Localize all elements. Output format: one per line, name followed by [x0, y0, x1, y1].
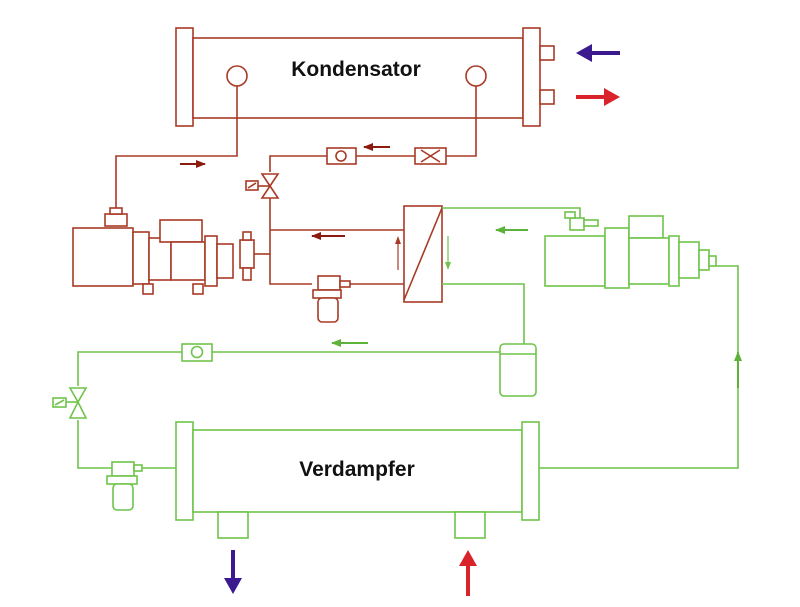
evaporator-label: Verdampfer [299, 458, 415, 481]
solenoid-valve-cold [106, 461, 143, 511]
receiver [499, 343, 537, 397]
liquid-injection-line [269, 224, 312, 285]
filter-drier [414, 147, 447, 165]
evaporator-water-in-arrow [459, 550, 477, 596]
condenser-water-in-arrow [576, 88, 620, 106]
evaporator: Verdampfer [175, 421, 540, 539]
condenser-label: Kondensator [291, 58, 421, 81]
suction-line [77, 207, 742, 469]
evaporator-water-out-arrow [224, 550, 242, 594]
heat-exchanger [395, 205, 451, 303]
condenser-water-out-arrow [576, 44, 620, 62]
condenser: Kondensator [175, 27, 555, 127]
expansion-valve [245, 173, 280, 224]
expansion-valve-cold [52, 387, 88, 419]
sight-glass [326, 147, 357, 165]
compressor-cold-side [544, 211, 717, 289]
compressor-hot-side [72, 207, 270, 295]
sight-glass-cold [181, 343, 213, 362]
hot-gas-line [115, 86, 477, 216]
solenoid-valve [312, 275, 351, 323]
